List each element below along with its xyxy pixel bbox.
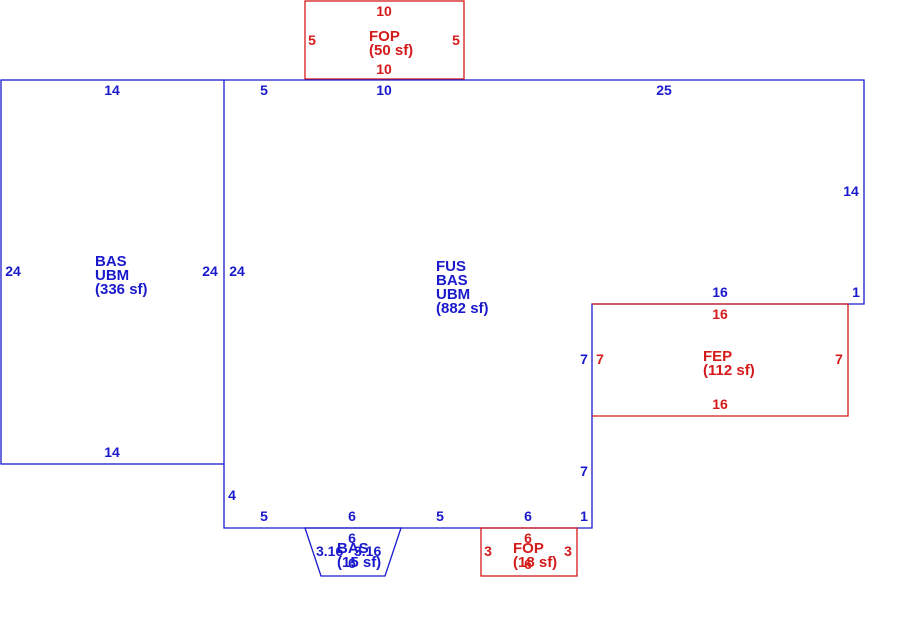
bas-small-code: BAS <box>337 540 369 557</box>
bas-left-dim-left: 24 <box>5 263 21 279</box>
main-dim-step-16: 16 <box>712 284 728 300</box>
fop-top-dim-left: 5 <box>308 32 316 48</box>
bas-small-outline <box>304 527 402 577</box>
fop-top-area-value: (50 sf) <box>369 42 413 59</box>
fop-top-dim-right: 5 <box>452 32 460 48</box>
bas-small-area: 6 BAS 3.16 3.16 (15 sf) 6 <box>304 527 402 577</box>
fop-top-dim-bottom: 10 <box>376 61 392 77</box>
fop-top-outline <box>304 0 465 80</box>
main-dim-left-24: 24 <box>229 263 245 279</box>
bas-left-dim-top: 14 <box>104 82 120 98</box>
main-line-2: BAS <box>436 272 468 289</box>
main-line-4: (882 sf) <box>436 300 489 317</box>
fep-dim-right: 7 <box>835 351 843 367</box>
bas-small-dim-right: 3.16 <box>354 543 381 559</box>
main-dim-right-14: 14 <box>843 183 859 199</box>
main-line-3: UBM <box>436 286 470 303</box>
bas-left-dim-right: 24 <box>202 263 218 279</box>
main-dim-bottom-1: 1 <box>580 508 588 524</box>
main-dim-top-5: 5 <box>260 82 268 98</box>
main-dim-bottom-6b: 6 <box>524 508 532 524</box>
bas-left-dim-bottom: 14 <box>104 444 120 460</box>
bas-left-line-1: BAS <box>95 253 127 270</box>
main-dim-inner-7-lower: 7 <box>580 463 588 479</box>
main-dim-bottom-5a: 5 <box>260 508 268 524</box>
main-dim-left-4: 4 <box>228 487 236 503</box>
bas-small-dim-bottom: 6 <box>348 555 356 571</box>
main-line-1: FUS <box>436 258 466 275</box>
fop-top-code: FOP <box>369 28 400 45</box>
fep-code: FEP <box>703 348 732 365</box>
main-area: 5 10 25 14 1 16 24 FUS BAS UBM (882 sf) … <box>223 79 865 529</box>
main-dim-bottom-5b: 5 <box>436 508 444 524</box>
fop-top-area: 10 5 5 FOP (50 sf) 10 <box>304 0 465 80</box>
fop-small-area: 6 3 3 FOP (18 sf) 6 <box>480 527 578 577</box>
fep-area-value: (112 sf) <box>703 362 755 379</box>
bas-left-line-3: (336 sf) <box>95 281 148 298</box>
fep-area: 16 7 7 FEP (112 sf) 16 <box>592 303 849 417</box>
fep-dim-bottom: 16 <box>712 396 728 412</box>
bas-small-area-value: (15 sf) <box>337 554 381 571</box>
bas-left-line-2: UBM <box>95 267 129 284</box>
fop-small-area-value: (18 sf) <box>513 554 557 571</box>
bas-left-outline <box>0 79 225 465</box>
main-dim-top-10: 10 <box>376 82 392 98</box>
fop-small-dim-right: 3 <box>564 543 572 559</box>
fop-small-dim-left: 3 <box>484 543 492 559</box>
bas-small-dim-top: 6 <box>348 530 356 546</box>
fop-top-dim-top: 10 <box>376 3 392 19</box>
main-dim-top-25: 25 <box>656 82 672 98</box>
fop-small-dim-top: 6 <box>524 530 532 546</box>
fop-small-outline <box>480 527 578 577</box>
bas-left-area: 14 24 24 BAS UBM (336 sf) 14 <box>0 79 225 465</box>
fep-outline <box>592 303 849 417</box>
fep-dim-top: 16 <box>712 306 728 322</box>
fop-small-dim-bottom: 6 <box>524 556 532 572</box>
main-dim-inner-7-upper: 7 <box>580 351 588 367</box>
main-dim-bottom-6a: 6 <box>348 508 356 524</box>
fop-small-code: FOP <box>513 540 544 557</box>
bas-small-dim-left: 3.16 <box>316 543 343 559</box>
main-dim-step-1: 1 <box>852 284 860 300</box>
fep-dim-left: 7 <box>596 351 604 367</box>
